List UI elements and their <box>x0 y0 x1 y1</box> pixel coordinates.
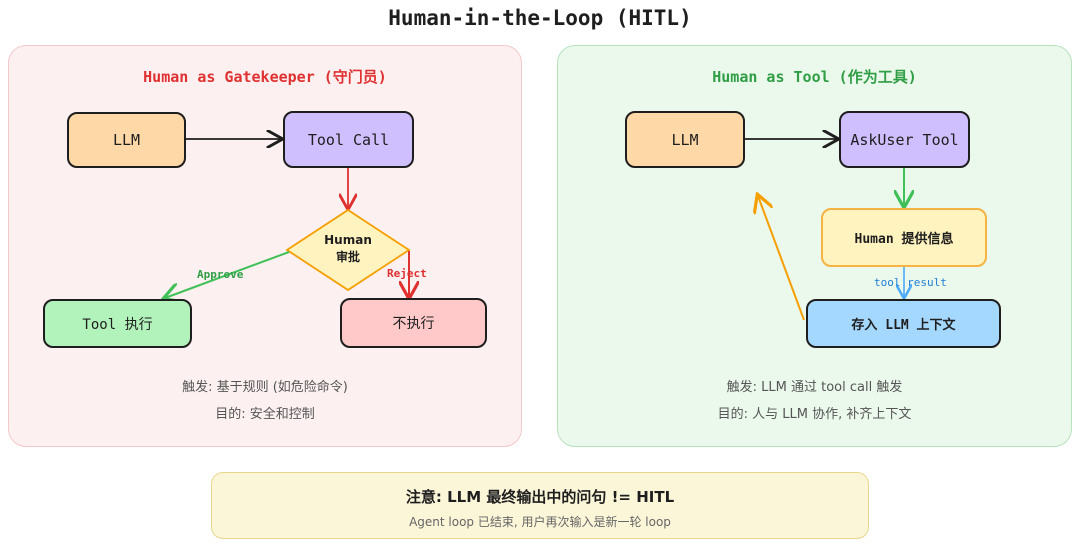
askuser-node: AskUser Tool <box>839 111 970 168</box>
tool-trigger: 触发: LLM 通过 tool call 触发 <box>726 380 903 395</box>
decision-label: Human 审批 <box>324 233 372 264</box>
diagram-title: Human-in-the-Loop (HITL) <box>388 6 692 30</box>
decision-diamond <box>285 208 411 292</box>
tool-heading: Human as Tool (作为工具) <box>712 68 917 86</box>
tool-call-node: Tool Call <box>283 111 414 168</box>
left-llm-node: LLM <box>67 112 186 168</box>
tool-purpose: 目的: 人与 LLM 协作, 补齐上下文 <box>717 407 912 422</box>
store-context-node: 存入 LLM 上下文 <box>806 299 1001 348</box>
footer-note-box <box>211 472 869 539</box>
edge-store-to-llm <box>758 196 805 321</box>
tool-exec-node: Tool 执行 <box>43 299 192 348</box>
right-llm-node: LLM <box>625 111 745 168</box>
human-info-node: Human 提供信息 <box>821 208 987 267</box>
footer-subnote: Agent loop 已结束, 用户再次输入是新一轮 loop <box>409 515 671 529</box>
tool-result-label: tool result <box>874 276 947 289</box>
approve-label: Approve <box>197 268 244 281</box>
no-exec-node: 不执行 <box>340 298 487 348</box>
gatekeeper-heading: Human as Gatekeeper (守门员) <box>143 68 387 86</box>
gatekeeper-trigger: 触发: 基于规则 (如危险命令) <box>182 380 348 395</box>
gatekeeper-purpose: 目的: 安全和控制 <box>215 407 315 422</box>
footer-note: 注意: LLM 最终输出中的问句 != HITL <box>405 488 675 506</box>
edge-approve <box>165 251 290 298</box>
reject-label: Reject <box>387 267 427 280</box>
